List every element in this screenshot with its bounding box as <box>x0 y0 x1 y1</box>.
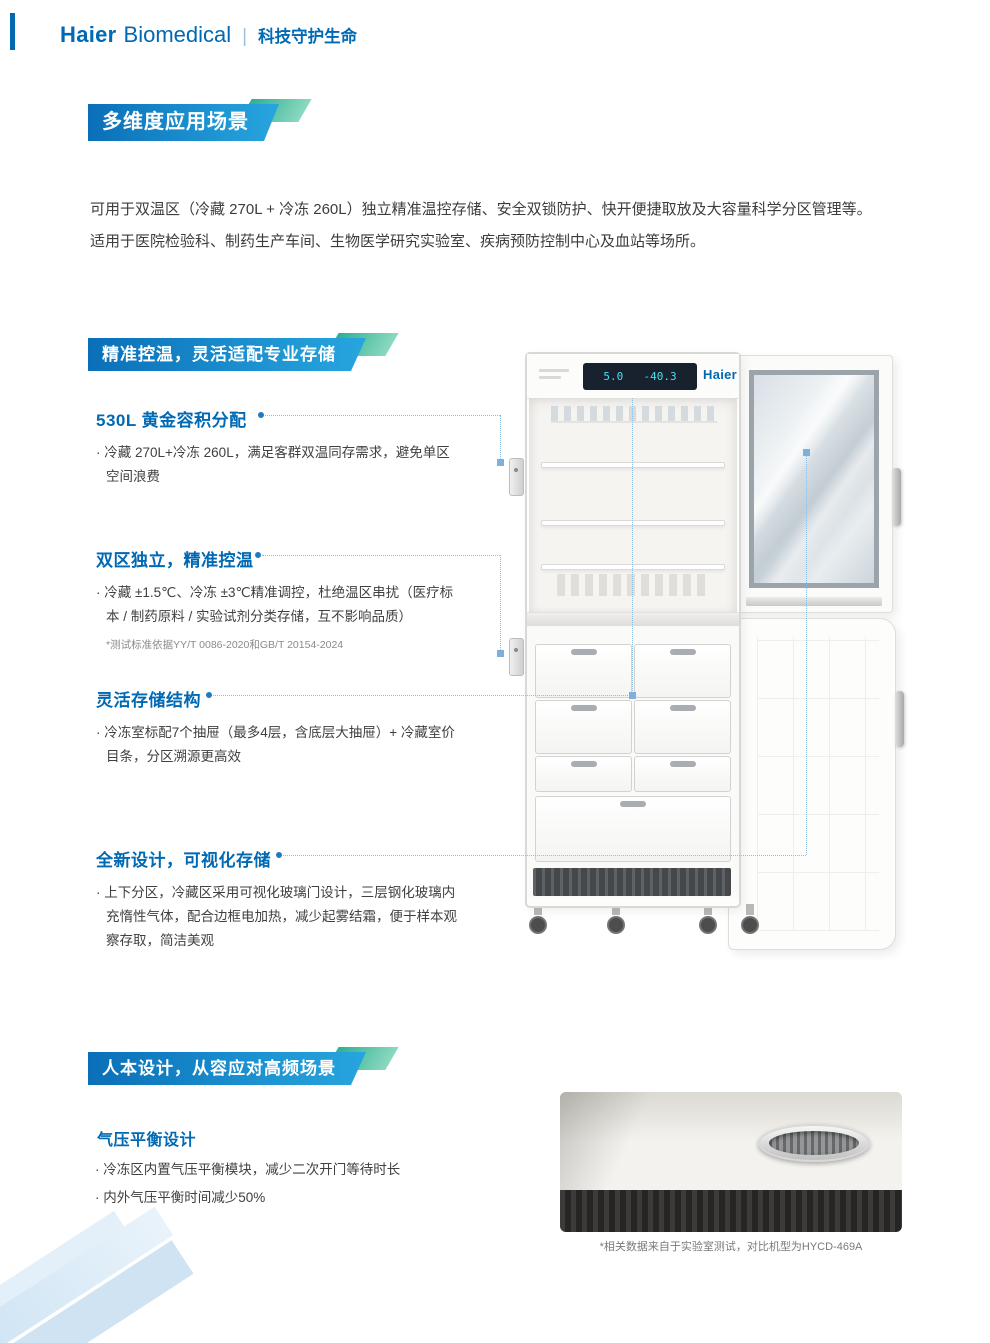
feature-dual-zone: 双区独立，精准控温 · 冷藏 ±1.5℃、冷冻 ±3℃精准调控，杜绝温区串扰（医… <box>96 546 466 652</box>
feature-bullet: · 冷冻区内置气压平衡模块，减少二次开门等待时长 <box>95 1162 401 1177</box>
feature-bullet: · 冷藏 270L+冷冻 260L，满足客群双温同存需求，避免单区空间浪费 <box>96 445 450 484</box>
connector-line <box>500 415 501 461</box>
connector-line <box>213 695 632 696</box>
pressure-balance-vent <box>758 1124 870 1162</box>
connector-line <box>632 398 633 695</box>
intro-paragraph: 可用于双温区（冷藏 270L + 冷冻 260L）独立精准温控存储、安全双锁防护… <box>90 194 920 258</box>
feature-visual-design: 全新设计，可视化存储 · 上下分区，冷藏区采用可视化玻璃门设计，三层钢化玻璃内充… <box>96 846 466 953</box>
fridge-interior <box>529 398 737 612</box>
fridge-door-lock <box>509 458 524 496</box>
banner-text: 多维度应用场景 <box>88 104 279 141</box>
connector-marker <box>497 650 504 657</box>
shelf <box>541 520 725 526</box>
section-banner-storage: 精准控温，灵活适配专业存储 <box>88 333 399 371</box>
pressure-module-photo <box>560 1092 902 1232</box>
feature-flexible-storage: 灵活存储结构 · 冷冻室标配7个抽屉（最多4层，含底层大抽屉）+ 冷藏室价目条，… <box>96 686 466 769</box>
photo-caption: *相关数据来自于实验室测试，对比机型为HYCD-469A <box>599 1241 863 1253</box>
pressure-feature-title: 气压平衡设计 <box>97 1132 197 1149</box>
freezer-temp-readout: -40.3 <box>643 370 677 383</box>
banner-text: 人本设计，从容应对高频场景 <box>88 1052 366 1085</box>
banner-text: 精准控温，灵活适配专业存储 <box>88 338 366 371</box>
temperature-display: 5.0 -40.3 <box>583 363 697 390</box>
feature-volume: 530L 黄金容积分配 · 冷藏 270L+冷冻 260L，满足客群双温同存需求… <box>96 406 458 489</box>
connector-dot <box>258 412 264 418</box>
door-bottom-strip <box>746 597 882 606</box>
section-banner-design: 人本设计，从容应对高频场景 <box>88 1047 399 1085</box>
glass-panel <box>749 370 879 588</box>
caster-wheel <box>741 904 759 934</box>
brand-slogan: 科技守护生命 <box>258 28 358 46</box>
shelf <box>541 564 725 570</box>
connector-dot <box>206 692 212 698</box>
feature-title: 灵活存储结构 <box>96 691 201 710</box>
freezer-door-handle <box>895 691 904 747</box>
freezer-drawer <box>535 756 632 792</box>
freezer-large-drawer <box>535 796 731 862</box>
connector-line <box>265 415 500 416</box>
panel-label-bar <box>539 376 561 379</box>
section-banner-applications: 多维度应用场景 <box>88 99 312 141</box>
feature-title: 双区独立，精准控温 <box>96 551 254 570</box>
feature-bullet: · 冷藏 ±1.5℃、冷冻 ±3℃精准调控，杜绝温区串扰（医疗标本 / 制药原料… <box>96 585 454 624</box>
intro-line-1: 可用于双温区（冷藏 270L + 冷冻 260L）独立精准温控存储、安全双锁防护… <box>90 201 872 218</box>
photo-ribbed-floor <box>560 1190 902 1232</box>
vent-slots <box>769 1131 859 1155</box>
feature-title: 全新设计，可视化存储 <box>96 851 271 870</box>
connector-line <box>262 555 500 556</box>
glass-door-handle <box>892 468 901 526</box>
connector-dot <box>276 852 282 858</box>
product-illustration: 5.0 -40.3 Haier <box>495 340 935 980</box>
pressure-feature-bullets: · 冷冻区内置气压平衡模块，减少二次开门等待时长 · 内外气压平衡时间减少50% <box>95 1156 525 1212</box>
connector-marker <box>629 692 636 699</box>
freezer-drawer <box>535 644 632 698</box>
connector-line <box>283 855 806 856</box>
fridge-temp-readout: 5.0 <box>603 370 624 383</box>
feature-bullet: · 内外气压平衡时间减少50% <box>95 1190 266 1205</box>
caster-wheel <box>699 904 717 934</box>
caster-wheel <box>607 904 625 934</box>
control-panel: 5.0 -40.3 <box>527 354 739 399</box>
door-emboss-pattern <box>757 637 879 931</box>
connector-dot <box>255 552 261 558</box>
header-accent-bar <box>10 13 15 50</box>
freezer-interior <box>527 626 739 898</box>
connector-line <box>500 555 501 652</box>
freezer-door-open <box>728 618 904 950</box>
freezer-drawer <box>634 756 731 792</box>
base-grille <box>533 868 731 896</box>
brand-haier: Haier <box>60 22 117 47</box>
freezer-door-lock <box>509 638 524 676</box>
feature-bullet: · 上下分区，冷藏区采用可视化玻璃门设计，三层钢化玻璃内充惰性气体，配合边框电加… <box>96 885 457 948</box>
connector-marker <box>803 449 810 456</box>
refrigerator-cabinet: 5.0 -40.3 Haier <box>525 352 741 908</box>
freezer-drawer <box>634 644 731 698</box>
feature-bullet: · 冷冻室标配7个抽屉（最多4层，含底层大抽屉）+ 冷藏室价目条，分区溯源更高效 <box>96 725 455 764</box>
panel-label-bar <box>539 369 569 372</box>
caster-wheel <box>529 904 547 934</box>
intro-line-2: 适用于医院检验科、制药生产车间、生物医学研究实验室、疾病预防控制中心及血站等场所… <box>90 233 706 250</box>
feature-footnote: *测试标准依据YY/T 0086-2020和GB/T 20154-2024 <box>106 639 344 651</box>
freezer-drawer <box>634 700 731 754</box>
sample-vials <box>551 406 717 423</box>
header-brand: Haier Biomedical | 科技守护生命 <box>60 22 357 48</box>
connector-marker <box>497 459 504 466</box>
shelf <box>541 462 725 468</box>
connector-line <box>806 452 807 855</box>
freezer-drawer <box>535 700 632 754</box>
brand-biomedical: Biomedical <box>123 22 232 47</box>
haier-logo: Haier <box>703 367 738 382</box>
brand-divider: | <box>242 26 248 47</box>
glass-door-open <box>735 355 901 613</box>
feature-title: 530L 黄金容积分配 <box>96 411 247 430</box>
